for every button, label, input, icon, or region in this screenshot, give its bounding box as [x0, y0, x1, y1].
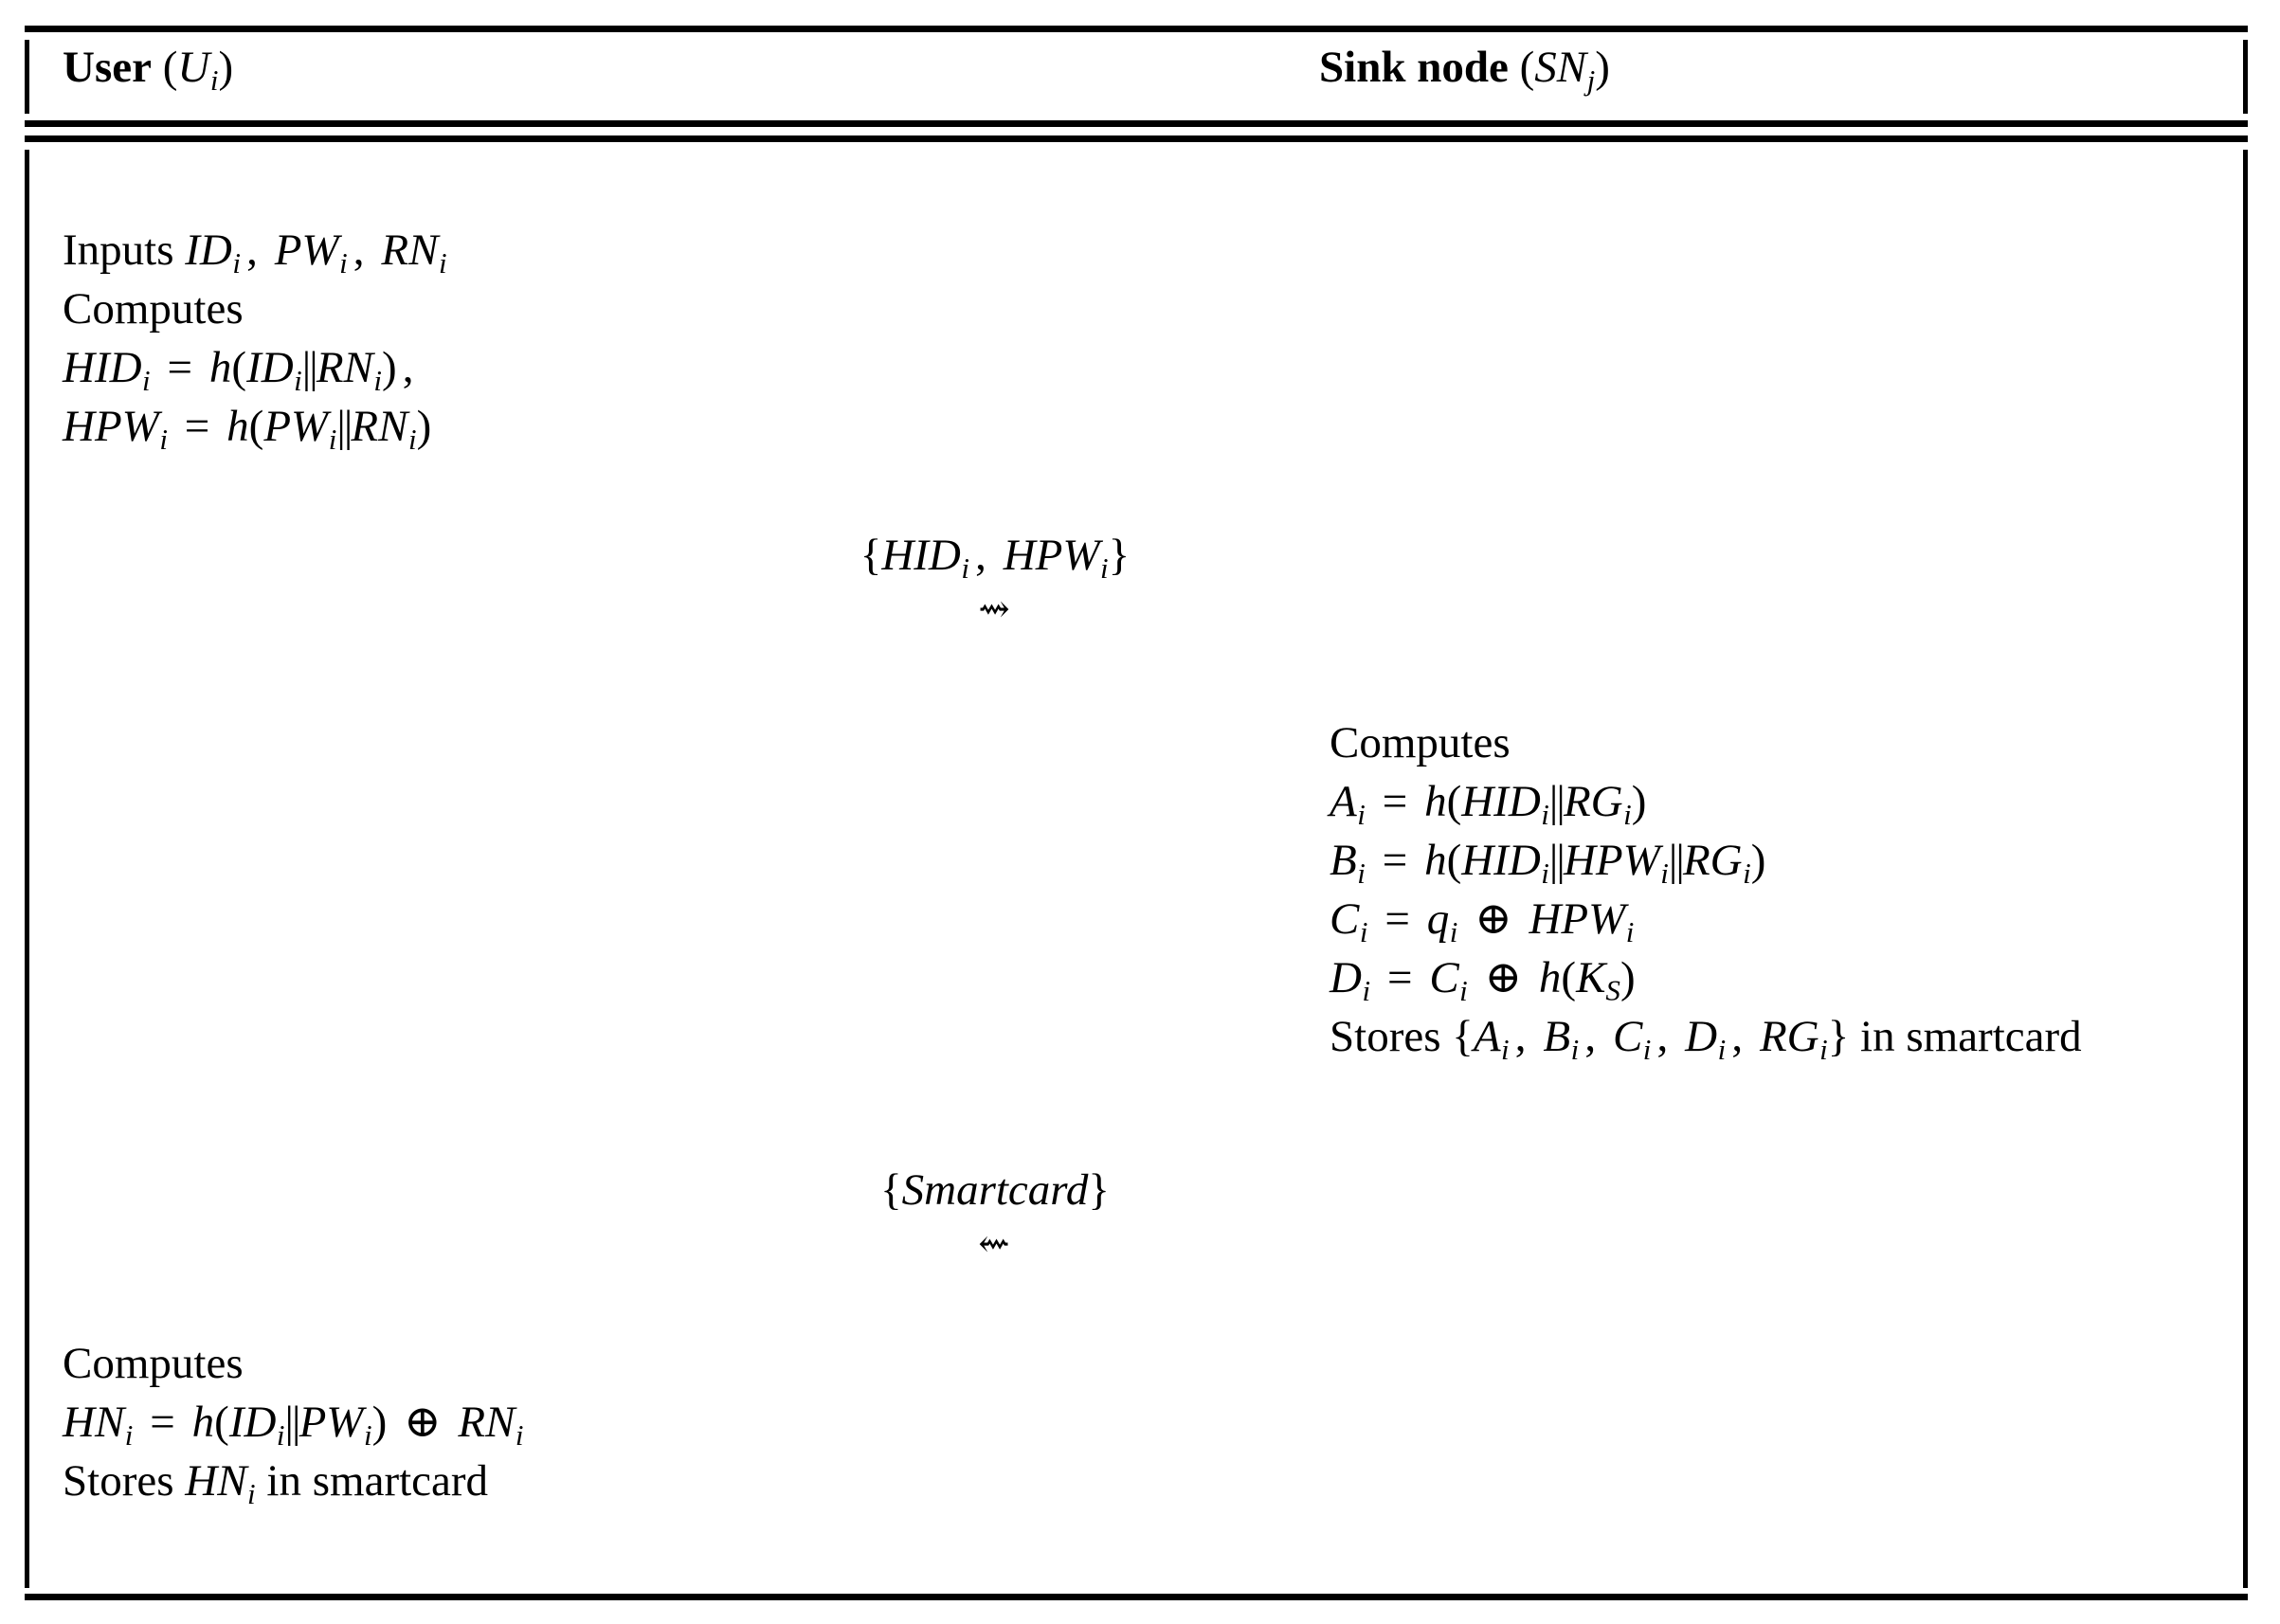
message-2-arrow-left-icon: ⇜ [978, 1222, 1012, 1265]
user-step2-line-computes: Computes [63, 1339, 244, 1388]
sink-step-line-stores: Stores {Ai, Bi, Ci, Di, RGi} in smartcar… [1330, 1012, 2082, 1067]
message-1-label: {HIDi, HPWi} [860, 531, 1131, 586]
sink-step-line-a: Ai = h(HIDi||RGi) [1330, 777, 1647, 832]
user-step-line-hpw: HPWi = h(PWi||RNi) [63, 402, 432, 457]
table-rule-header-upper [25, 120, 2248, 127]
user-step-block-2: Computes HNi = h(IDi||PWi) ⊕ RNi Stores … [63, 1334, 524, 1510]
sink-step-line-d: Di = Ci ⊕ h(KS) [1330, 953, 1636, 1008]
table-rule-bottom [25, 1594, 2248, 1600]
header-border-right [2243, 40, 2248, 114]
sink-step-line-computes: Computes [1330, 718, 1511, 767]
user-step-block-1: Inputs IDi, PWi, RNi Computes HIDi = h(I… [63, 221, 447, 456]
sink-step-line-b: Bi = h(HIDi||HPWi||RGi) [1330, 836, 1766, 891]
user-step2-line-stores: Stores HNi in smartcard [63, 1456, 489, 1511]
header-border-left [25, 40, 29, 114]
sink-node-step-block: Computes Ai = h(HIDi||RGi) Bi = h(HIDi||… [1330, 713, 2082, 1066]
column-header-user-symbol: U [177, 43, 210, 92]
column-header-user-symbol-sub: i [209, 63, 219, 98]
column-header-sink-node: Sink node (SNj) [1319, 43, 1610, 98]
user-step-line-hid: HIDi = h(IDi||RNi), [63, 343, 414, 398]
user-step-line-computes: Computes [63, 284, 244, 334]
table-rule-header-lower [25, 135, 2248, 142]
message-2-label: {Smartcard} [880, 1165, 1110, 1215]
body-border-left [25, 150, 29, 1588]
column-header-sink-node-symbol: SN [1534, 43, 1587, 92]
message-1-arrow-right-icon: ⇝ [978, 587, 1012, 630]
sink-step-line-c: Ci = qi ⊕ HPWi [1330, 894, 1635, 949]
message-1-user-to-sink: {HIDi, HPWi} ⇝ [663, 526, 1327, 634]
user-step-line-inputs: Inputs IDi, PWi, RNi [63, 226, 447, 280]
user-step2-line-hn: HNi = h(IDi||PWi) ⊕ RNi [63, 1398, 524, 1453]
message-2-sink-to-user: {Smartcard} ⇜ [663, 1161, 1327, 1269]
column-header-sink-node-symbol-sub: j [1586, 63, 1596, 98]
column-header-user: User (Ui) [63, 43, 234, 98]
column-header-user-label: User [63, 43, 152, 92]
table-rule-top [25, 26, 2248, 32]
body-border-right [2243, 150, 2248, 1588]
column-header-sink-node-label: Sink node [1319, 43, 1509, 92]
